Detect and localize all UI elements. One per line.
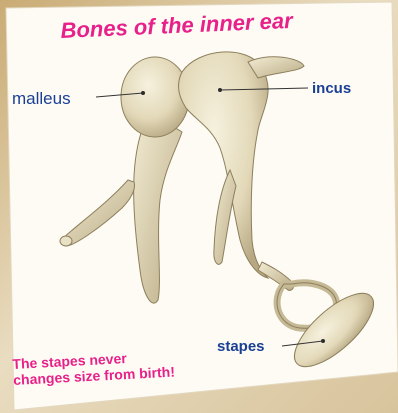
- diagram-title: Bones of the inner ear: [60, 4, 391, 44]
- label-incus: incus: [312, 80, 351, 97]
- fact-note: The stapes never changes size from birth…: [12, 343, 263, 388]
- label-malleus: malleus: [12, 89, 71, 109]
